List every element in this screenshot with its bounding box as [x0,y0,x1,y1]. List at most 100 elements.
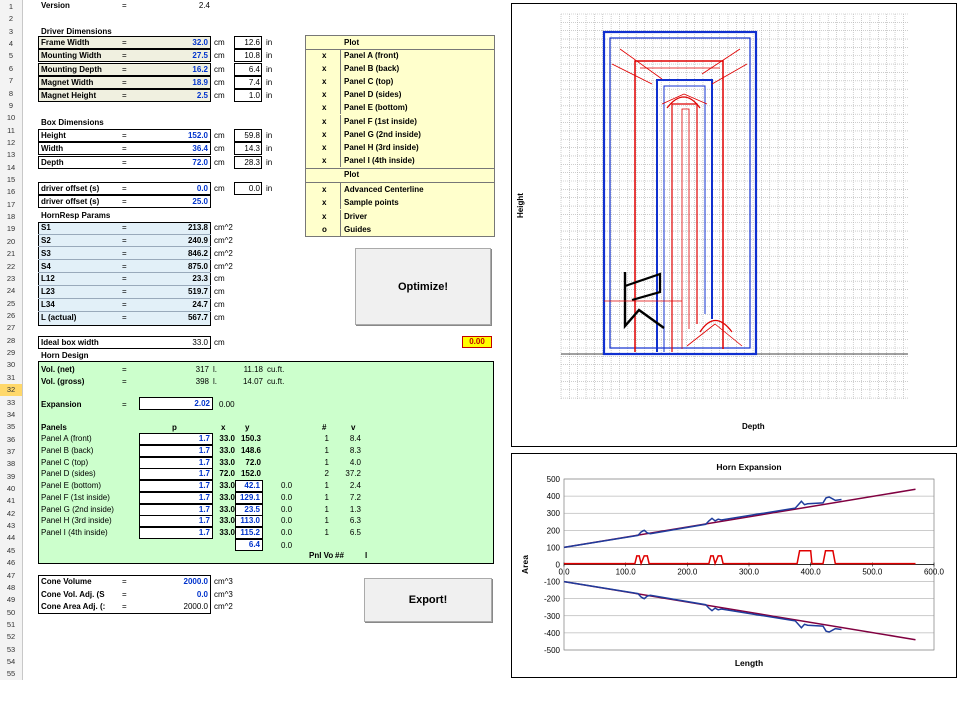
offset-label: driver offset (s) [41,197,100,207]
driver-dim-value[interactable]: 18.9 [192,77,208,87]
hornresp-label: S2 [41,235,51,245]
hornresp-label: S4 [41,261,51,271]
panel-p-input[interactable]: 1.7 [139,527,213,539]
driver-dim-label: Mounting Depth [41,64,102,74]
driver-dim-inch-unit: in [266,51,273,61]
panel-p-input[interactable]: 1.7 [139,480,213,492]
row-number: 42 [6,508,16,518]
y-tick-label: 100 [547,543,561,552]
driver-dim-value[interactable]: 27.5 [192,51,208,61]
top-bend [666,96,701,109]
panel-name: Panel C (top) [41,457,89,467]
ideal-box-width-value[interactable]: 33.0 [192,338,208,347]
offset-eq: = [122,184,127,193]
plot-toggle[interactable]: x [322,64,327,74]
driver-dim-unit: cm [214,91,225,101]
plot-toggle[interactable]: o [322,224,327,234]
cone-eq: = [122,589,127,599]
offset-value[interactable]: 25.0 [192,197,208,207]
driver-dim-inch-box [234,75,262,89]
plot-divider [340,127,341,141]
plot-item-label: Panel G (2nd inside) [344,129,421,139]
plot-item-label: Driver [344,211,368,221]
plot-toggle[interactable]: x [322,211,327,221]
panel-volume: 4.0 [349,457,361,467]
vol-net-value: 317 [195,365,209,374]
box-dim-row [38,142,211,156]
optimize-button[interactable]: Optimize! [355,248,491,325]
driver-dim-value[interactable]: 2.5 [196,91,208,101]
row-number: 8 [8,88,14,98]
vol-gross-cuft-unit: cu.ft. [267,377,285,386]
panel-volume: 7.2 [349,492,361,502]
y-tick-label: -200 [544,595,561,604]
panel-p-input[interactable]: 1.7 [139,444,213,457]
hornresp-eq: = [122,261,127,271]
plot-toggle[interactable]: x [322,129,327,139]
panel-p-input[interactable]: 1.7 [139,468,213,481]
plot-item-label: Panel H (3rd inside) [344,142,419,152]
driver-dim-inch: 7.4 [248,77,260,87]
box-dim-inch-box [234,129,262,142]
plot-toggle[interactable]: x [322,90,327,100]
driver-dim-inch-unit: in [266,64,273,74]
row-number: 54 [6,657,16,667]
plot-divider [340,49,341,62]
panel-p-input[interactable]: 1.7 [139,456,213,469]
plot-item-label: Panel C (top) [344,77,394,87]
panel-p-input[interactable]: 1.7 [139,515,213,528]
driver-dim-eq: = [122,77,127,87]
export-button[interactable]: Export! [364,578,492,622]
driver-dim-value[interactable]: 16.2 [192,64,208,74]
box-dim-eq: = [122,131,127,140]
box-dim-value[interactable]: 152.0 [187,131,208,140]
panel-volume: 37.2 [345,469,361,479]
box-dim-value[interactable]: 36.4 [192,144,208,154]
plot-toggle[interactable]: x [322,198,327,208]
plot-toggle[interactable]: x [322,185,327,194]
panel-p-input[interactable]: 1.7 [139,491,213,504]
panel-count: 1 [324,504,329,514]
panel-y: 42.1 [235,480,263,492]
hornresp-divider [38,310,211,312]
driver-dim-value[interactable]: 32.0 [192,38,208,47]
panel-name: Panel E (bottom) [41,481,102,490]
plot-toggle[interactable]: x [322,51,327,60]
plot-divider [340,114,341,128]
box-dim-label: Height [41,131,66,140]
y-tick-label: 400 [547,492,561,501]
cone-label: Cone Area Adj. (: [41,602,106,611]
cone-value: 2000.0 [183,602,208,611]
hornresp-divider [38,284,211,286]
cone-value[interactable]: 2000.0 [183,577,208,586]
hornresp-eq: = [122,248,127,258]
panel-count: 1 [324,516,329,526]
row-number: 49 [6,595,16,605]
panel-p-input[interactable]: 1.7 [139,433,213,445]
panel-volume: 6.5 [349,528,361,537]
y-tick-label: 500 [547,475,561,484]
row-number: 28 [6,335,16,345]
cone-table [38,575,211,614]
plot-toggle[interactable]: x [322,155,327,165]
cone-value[interactable]: 0.0 [196,589,208,599]
panel-e: 0.0 [281,528,293,537]
box-dim-value[interactable]: 72.0 [192,157,208,167]
driver-dim-row [38,36,211,49]
plot-toggle[interactable]: x [322,77,327,87]
hornresp-value: 213.8 [187,223,208,232]
panel-p-input[interactable]: 1.7 [139,503,213,516]
plot-toggle[interactable]: x [322,116,327,126]
expansion-input[interactable]: 2.02 [139,397,213,410]
cone-unit: cm^3 [214,577,233,586]
row-number: 1 [8,2,14,11]
box-dim-inch-unit: in [266,157,273,167]
vol-net-label: Vol. (net) [41,365,75,374]
offset-value[interactable]: 0.0 [196,184,208,193]
plot-toggle[interactable]: x [322,142,327,152]
plot-toggle[interactable]: x [322,103,327,113]
panels-header: Panels [41,423,67,432]
panel-name: Panel D (sides) [41,469,96,479]
hornresp-divider [38,233,211,235]
